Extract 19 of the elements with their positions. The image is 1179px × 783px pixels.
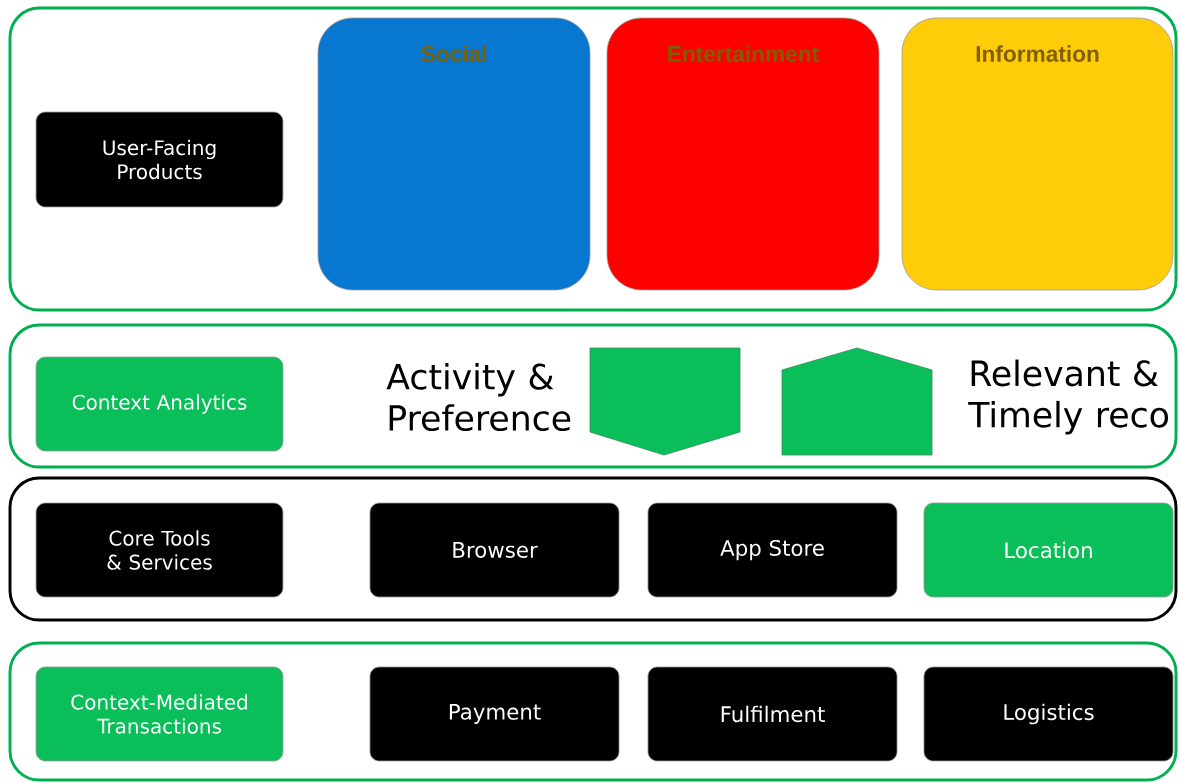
layer-panel <box>8 476 1178 622</box>
layer-panel <box>8 323 1178 469</box>
service-box: Logistics <box>923 666 1174 762</box>
layer-label-box: Core Tools & Services <box>35 502 284 598</box>
layer-label-box: Context Analytics <box>35 356 284 452</box>
layer-panel <box>8 6 1178 312</box>
layer-label-box: Context-Mediated Transactions <box>35 666 284 762</box>
category-box: Information <box>901 17 1174 291</box>
service-box: Browser <box>369 502 620 598</box>
flow-label: Relevant & Timely reco <box>968 359 1169 435</box>
category-box: Entertainment <box>606 17 880 291</box>
flow-label: Activity & Preference <box>386 362 571 432</box>
service-box: App Store <box>647 502 898 598</box>
layer-label-box: User-Facing Products <box>35 111 284 208</box>
service-box: Fulfilment <box>647 666 898 762</box>
category-box: Social <box>317 17 591 291</box>
service-box: Payment <box>369 666 620 762</box>
service-box: Location <box>923 502 1174 598</box>
layer-panel <box>8 641 1178 782</box>
